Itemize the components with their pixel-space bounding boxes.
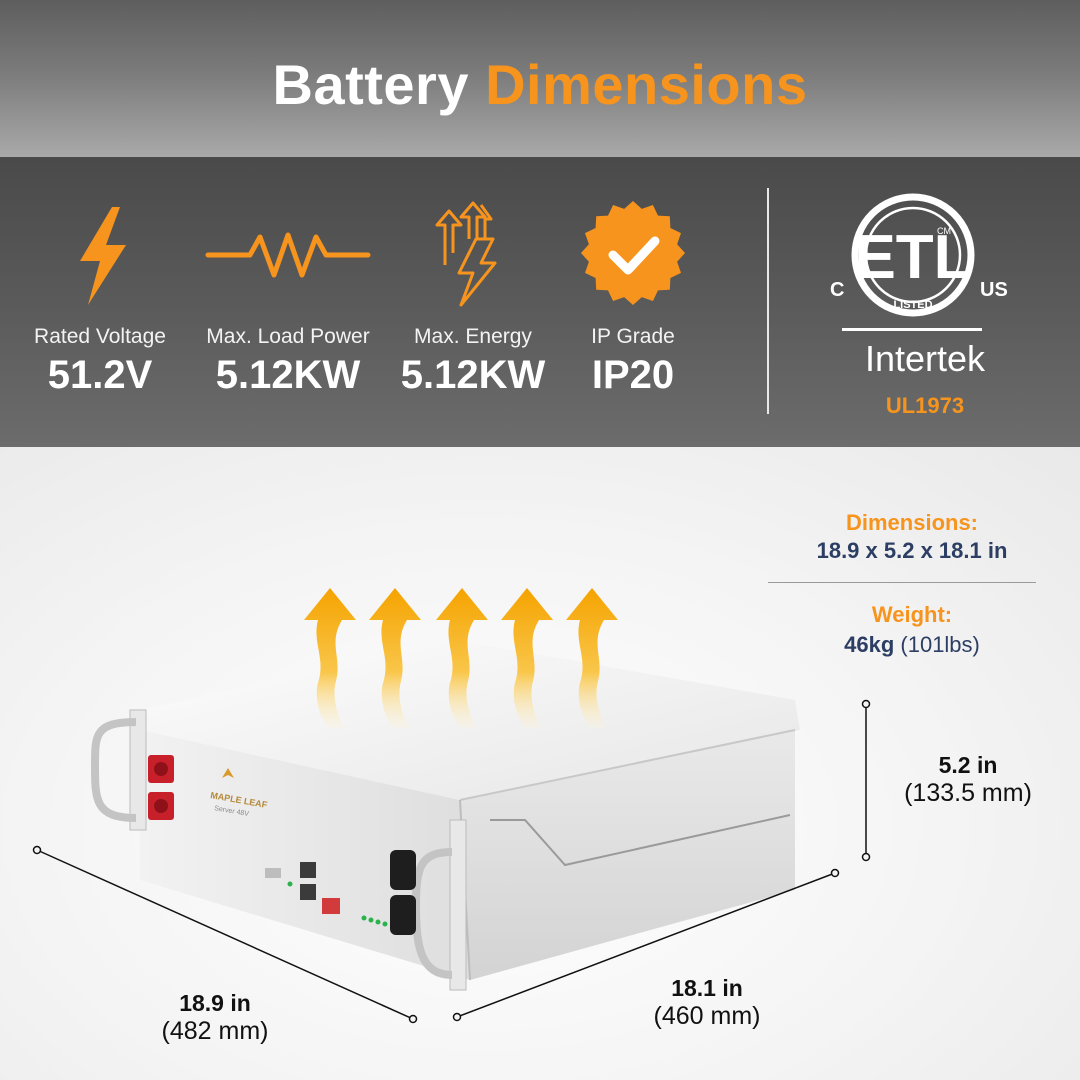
- battery-front-panel: [140, 730, 470, 980]
- etl-cm-mark: CM: [937, 226, 951, 236]
- heat-arrows: [304, 588, 618, 728]
- title-word-dimensions: Dimensions: [485, 53, 808, 116]
- width-mm: (482 mm): [161, 1017, 269, 1045]
- dimensions-value: 18.9 x 5.2 x 18.1 in: [816, 538, 1008, 563]
- right-rack-ear: [449, 819, 467, 991]
- width-dimension-line: [36, 849, 414, 1020]
- maple-leaf-icon: [222, 768, 234, 778]
- dimensions-heading: Dimensions:: [845, 510, 979, 535]
- lightning-bolt-icon: [80, 207, 126, 305]
- height-measurement: 5.2 in (133.5 mm): [878, 752, 1058, 808]
- dc-connector: [390, 895, 416, 935]
- spec-label: Max. Energy: [414, 325, 532, 348]
- battery-illustration: MAPLE LEAF Server 48V: [32, 588, 871, 1024]
- spec-value: 5.12KW: [400, 353, 546, 397]
- resistor-wave-icon: [205, 232, 371, 278]
- port-label: [265, 868, 281, 878]
- heat-arrow: [436, 588, 488, 728]
- etl-listed-text: LISTED: [893, 299, 932, 311]
- spec-label: Max. Load Power: [206, 325, 370, 348]
- weight-kg: 46kg: [844, 632, 895, 657]
- ethernet-port: [300, 884, 316, 900]
- weight-lbs: (101lbs): [900, 632, 980, 657]
- depth-inches: 18.1 in: [671, 975, 743, 1001]
- intertek-name: Intertek: [864, 338, 986, 379]
- spec-label: Rated Voltage: [34, 325, 166, 348]
- dimension-lines: [32, 699, 871, 1024]
- spec-value: IP20: [591, 353, 675, 397]
- width-inches: 18.9 in: [179, 990, 251, 1016]
- title-banner: [0, 0, 1080, 157]
- heat-arrow: [501, 588, 553, 728]
- energy-boost-icon: [435, 201, 497, 307]
- etl-us-mark: US: [980, 279, 1008, 301]
- certification-block: ETL CM LISTED C US Intertek UL1973: [820, 190, 1040, 425]
- title-word-battery: Battery: [272, 53, 469, 116]
- reset-switch: [322, 898, 340, 914]
- spec-value: 51.2V: [47, 353, 153, 397]
- spec-label: IP Grade: [591, 325, 675, 348]
- page-title: Battery Dimensions: [0, 52, 1080, 117]
- info-divider: [768, 582, 1036, 583]
- depth-measurement: 18.1 in (460 mm): [612, 975, 802, 1031]
- spec-value: 5.12KW: [215, 353, 361, 397]
- ethernet-port: [300, 862, 316, 878]
- heat-arrow: [369, 588, 421, 728]
- left-rack-ear: [129, 709, 147, 831]
- height-inches: 5.2 in: [938, 752, 998, 778]
- battery-side-panel: [460, 730, 795, 980]
- check-badge-icon: [581, 201, 685, 305]
- heat-arrow: [304, 588, 356, 728]
- heat-arrow: [566, 588, 618, 728]
- depth-dimension-line: [456, 872, 836, 1018]
- etl-c-mark: C: [830, 279, 844, 301]
- width-measurement: 18.9 in (482 mm): [120, 990, 310, 1046]
- left-handle: [90, 718, 137, 822]
- height-mm: (133.5 mm): [904, 779, 1032, 807]
- depth-mm: (460 mm): [653, 1002, 761, 1030]
- spec-banner: [0, 157, 1080, 447]
- weight-heading: Weight:: [871, 602, 953, 627]
- dc-connector: [390, 850, 416, 890]
- vertical-divider: [767, 188, 769, 414]
- etl-listed-logo: ETL CM LISTED C US: [830, 193, 1008, 331]
- certification-standard: UL1973: [885, 393, 965, 418]
- etl-letters: ETL: [854, 223, 971, 292]
- weight-value: 46kg (101lbs): [770, 632, 1054, 658]
